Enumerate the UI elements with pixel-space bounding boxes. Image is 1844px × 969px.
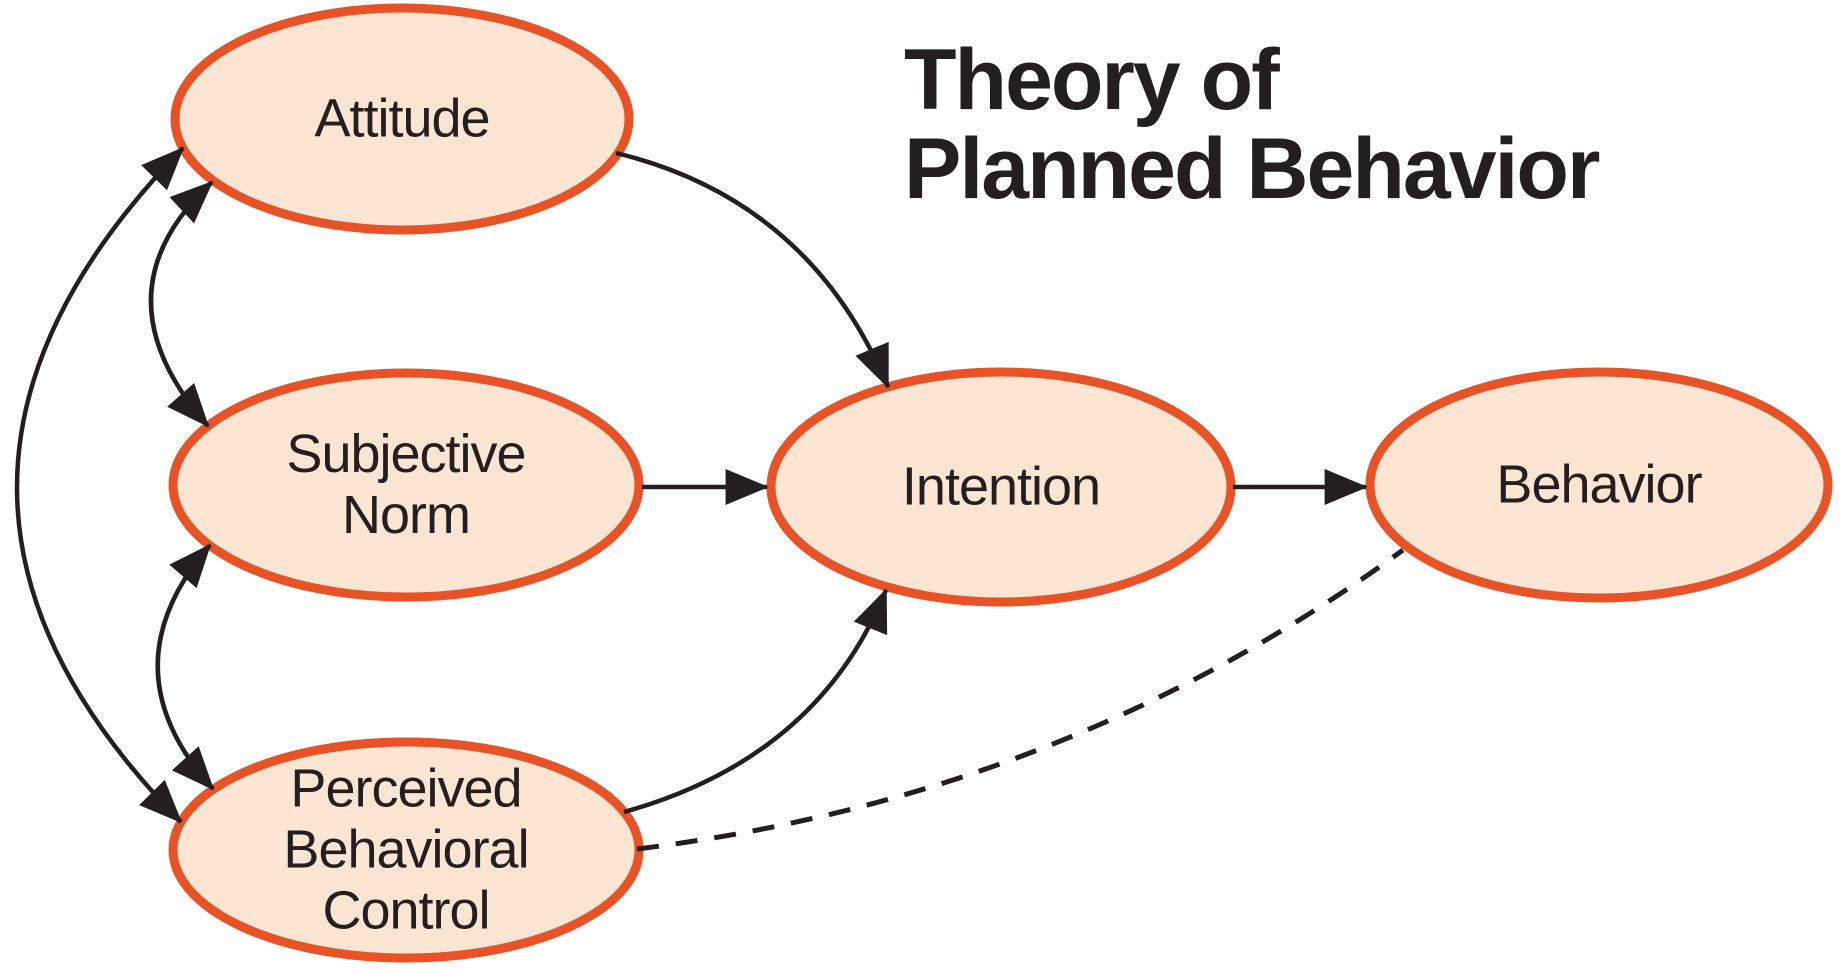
intention-label: Intention xyxy=(901,456,1101,518)
page-title-line2: Planned Behavior xyxy=(904,121,1600,217)
arrow-attitude-to-intention xyxy=(615,150,891,389)
dashed-line-pbc-to-behavior xyxy=(636,547,1405,852)
perceived-behavioral-control-label: Perceived Behavioral Control xyxy=(283,758,529,942)
intention-ellipse xyxy=(766,367,1236,607)
arrow-subjective-norm-pbc-two-way xyxy=(155,543,215,791)
page-title: Theory of Planned Behavior xyxy=(904,32,1600,217)
pbc-label-line: Behavioral xyxy=(283,819,529,880)
attitude-label: Attitude xyxy=(314,88,490,150)
arrow-attitude-pbc-two-way xyxy=(14,146,185,824)
pbc-label-line: Control xyxy=(322,880,490,941)
subjective-norm-label-line: Norm xyxy=(342,485,471,545)
page-title-line1: Theory of xyxy=(904,32,1280,128)
arrow-attitude-subjective-norm-two-way xyxy=(148,180,214,428)
subjective-norm-label-line: Subjective xyxy=(286,424,526,484)
behavior-label: Behavior xyxy=(1496,454,1702,516)
behavior-label-line: Behavior xyxy=(1496,454,1702,515)
attitude-label-line: Attitude xyxy=(314,88,490,149)
pbc-label-line: Perceived xyxy=(290,758,522,819)
arrow-pbc-to-intention xyxy=(623,588,889,815)
intention-label-line: Intention xyxy=(901,456,1101,517)
behavior-ellipse xyxy=(1365,367,1833,603)
attitude-ellipse xyxy=(170,3,634,235)
subjective-norm-label: Subjective Norm xyxy=(286,424,526,546)
